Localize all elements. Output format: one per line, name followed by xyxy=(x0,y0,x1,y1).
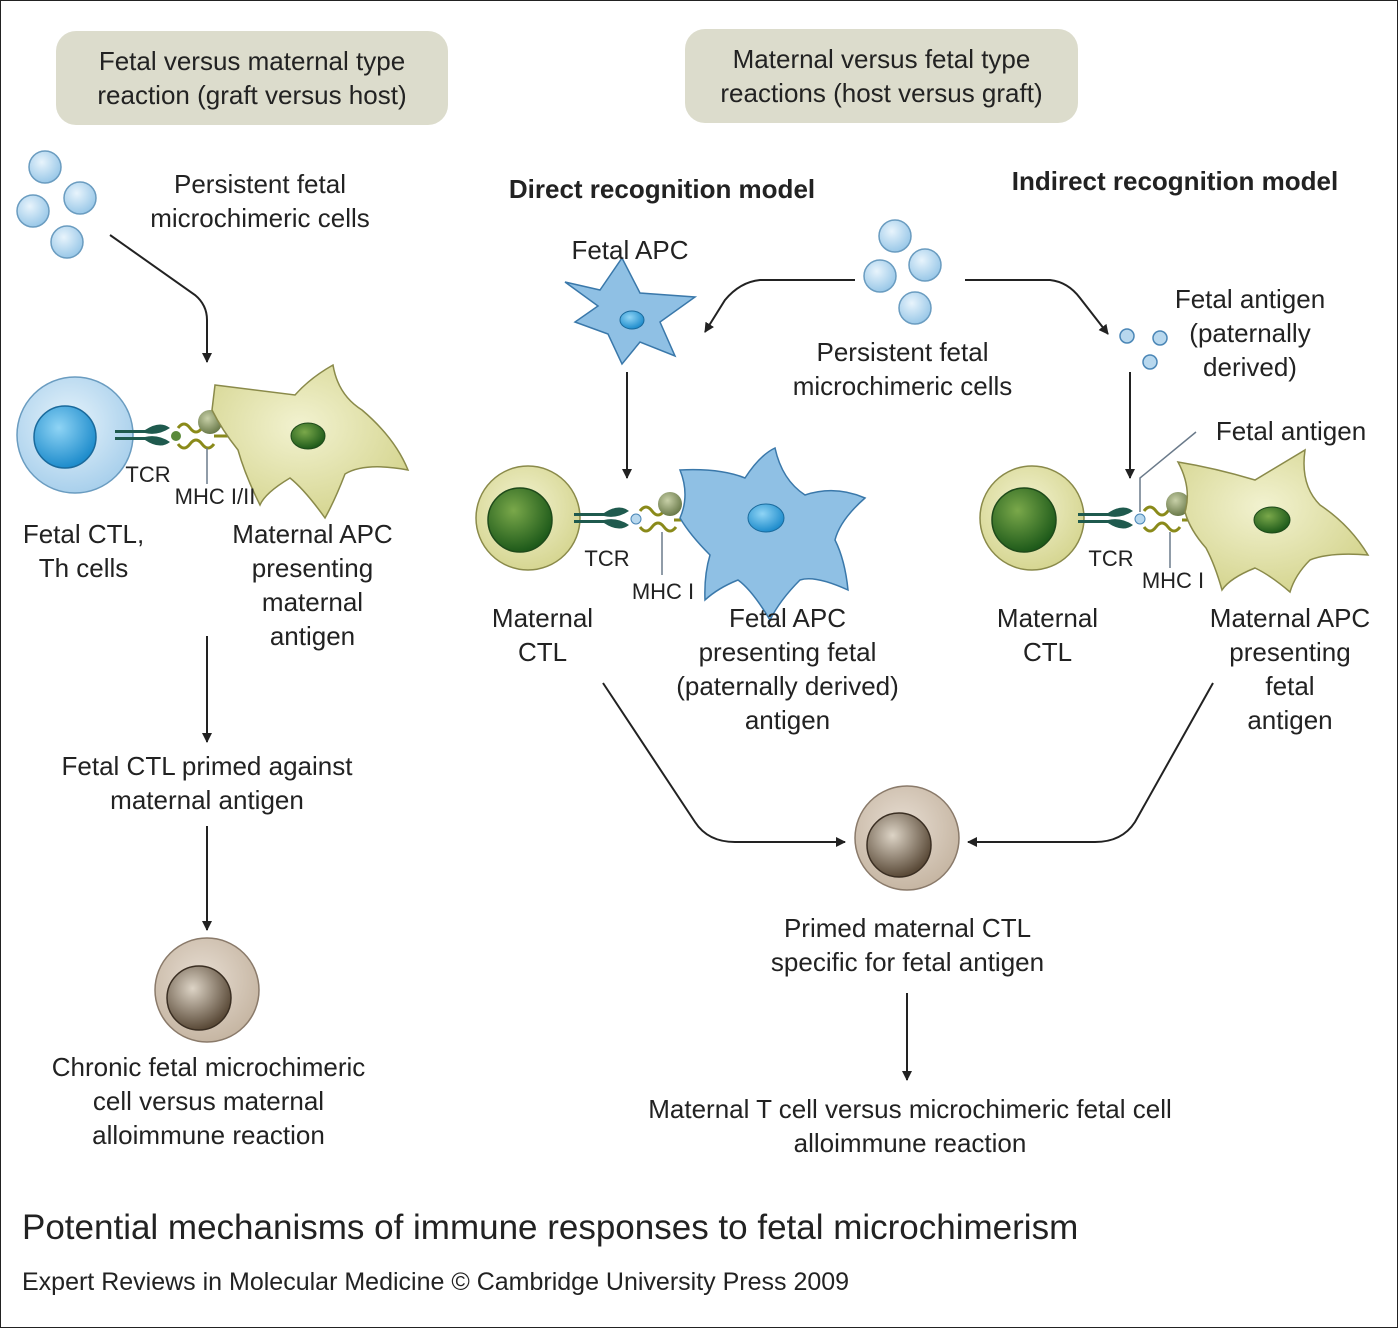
indirect-mhc-label: MHC I xyxy=(1141,568,1205,593)
indirect-arrow-to-antigen xyxy=(965,279,1109,335)
right-primed-cell xyxy=(854,785,960,891)
indirect-tcr-receptor xyxy=(1078,507,1133,529)
direct-fetal-apc-nucleus xyxy=(747,503,785,533)
right-microchimeric-cells xyxy=(863,219,942,325)
indirect-model-title: Indirect recognition model xyxy=(1011,166,1339,196)
indirect-fetal-antigen-label: Fetal antigen xyxy=(1215,416,1367,446)
indirect-arrow-converge xyxy=(967,682,1214,847)
indirect-tcr-label: TCR xyxy=(1088,546,1134,571)
direct-maternal-ctl-label: Maternal CTL xyxy=(491,603,594,667)
direct-tcr-receptor xyxy=(574,507,629,529)
left-primed-cell xyxy=(154,937,260,1043)
direct-arrow-to-apc xyxy=(704,279,855,333)
direct-fetal-apc-top-label: Fetal APC xyxy=(571,235,689,265)
direct-model-title: Direct recognition model xyxy=(508,174,816,204)
left-fetal-ctl-cell xyxy=(16,376,134,494)
left-arrow-1 xyxy=(109,234,212,363)
right-result-label: Maternal T cell versus microchimeric fet… xyxy=(648,1094,1172,1158)
left-maternal-apc-nucleus xyxy=(290,422,326,450)
direct-mhc-label: MHC I xyxy=(631,579,695,604)
direct-fetal-apc-label: Fetal APC presenting fetal (paternally d… xyxy=(676,603,899,735)
direct-fetal-apc-presenting xyxy=(678,446,867,622)
left-tcr-receptor xyxy=(115,424,170,446)
header-graft-versus-host: Fetal versus maternal type reaction (gra… xyxy=(56,31,448,125)
left-result-label: Chronic fetal microchimeric cell versus … xyxy=(51,1052,366,1150)
figure-credit: Expert Reviews in Molecular Medicine © C… xyxy=(22,1268,850,1296)
left-fetal-ctl-label: Fetal CTL, Th cells xyxy=(22,519,145,583)
indirect-maternal-ctl-label: Maternal CTL xyxy=(996,603,1099,667)
left-tcr-label: TCR xyxy=(125,462,171,487)
left-primed-label: Fetal CTL primed against maternal antige… xyxy=(61,751,353,815)
direct-arrow-converge xyxy=(602,682,846,847)
direct-maternal-ctl-cell xyxy=(475,465,581,571)
right-microchimeric-label: Persistent fetal microchimeric cells xyxy=(792,337,1013,401)
indirect-maternal-apc-label: Maternal APC presenting fetal antigen xyxy=(1209,603,1371,735)
indirect-fetal-antigen-leader xyxy=(1139,431,1197,512)
indirect-maternal-apc-nucleus xyxy=(1253,506,1291,534)
indirect-fetal-antigen-dots xyxy=(1119,328,1168,370)
left-microchimeric-cells xyxy=(16,150,97,259)
direct-fetal-apc-top-nucleus xyxy=(619,310,645,330)
header-host-versus-graft: Maternal versus fetal type reactions (ho… xyxy=(685,29,1078,123)
left-microchimeric-label: Persistent fetal microchimeric cells xyxy=(150,169,370,233)
direct-tcr-label: TCR xyxy=(584,546,630,571)
figure-title: Potential mechanisms of immune responses… xyxy=(22,1208,1079,1247)
left-maternal-apc-label: Maternal APC presenting maternal antigen xyxy=(232,519,393,651)
indirect-fetal-antigen-paternal-label: Fetal antigen (paternally derived) xyxy=(1174,284,1326,382)
indirect-maternal-ctl-cell xyxy=(979,465,1085,571)
left-mhc-label: MHC I/II xyxy=(174,484,256,509)
right-primed-label: Primed maternal CTL specific for fetal a… xyxy=(770,913,1045,977)
